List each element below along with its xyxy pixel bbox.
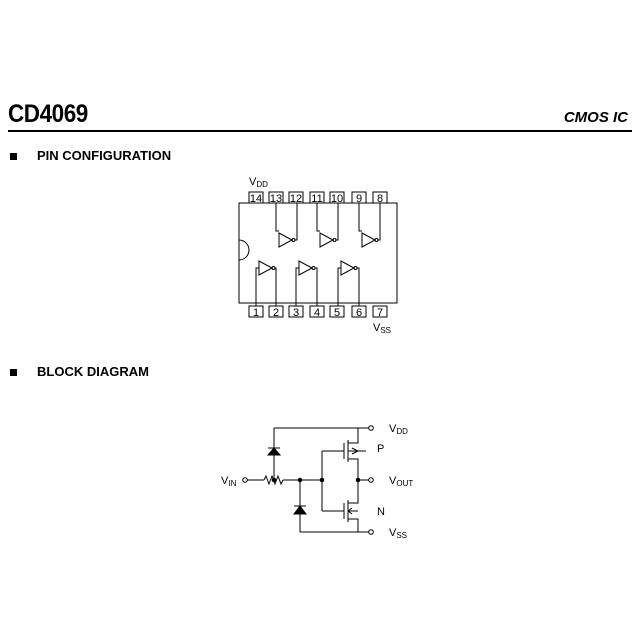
nmos-label: N bbox=[377, 506, 385, 518]
upper-inverter-2 bbox=[316, 203, 339, 248]
family-label: CMOS IC bbox=[563, 109, 628, 126]
package-notch bbox=[238, 239, 250, 261]
top-pin-numbers: 14 13 12 11 10 9 8 bbox=[250, 193, 383, 205]
pin-number: 2 bbox=[273, 307, 279, 319]
block-diagram bbox=[242, 425, 374, 535]
pin-number: 5 bbox=[334, 307, 340, 319]
pin-number: 14 bbox=[250, 193, 262, 205]
lower-inverter-3 bbox=[337, 260, 360, 306]
vss-label: VSS bbox=[389, 527, 407, 540]
lower-inverter-1 bbox=[255, 260, 277, 306]
ic-package-body bbox=[238, 202, 398, 304]
vss-terminal bbox=[368, 529, 374, 535]
pin-number: 3 bbox=[293, 307, 299, 319]
pin-configuration-diagram bbox=[238, 191, 398, 318]
package-vss-label: VSS bbox=[373, 322, 391, 335]
block-diagram-heading: BLOCK DIAGRAM bbox=[37, 364, 149, 379]
lower-diode bbox=[293, 505, 307, 515]
upper-inverter-3 bbox=[358, 203, 381, 248]
section-bullet bbox=[10, 153, 17, 160]
pin-number: 4 bbox=[314, 307, 320, 319]
pin-number: 1 bbox=[253, 307, 259, 319]
vout-terminal bbox=[368, 477, 374, 483]
section-bullet bbox=[10, 369, 17, 376]
pin-configuration-heading: PIN CONFIGURATION bbox=[37, 148, 172, 163]
vin-label: VIN bbox=[221, 475, 237, 488]
header-rule bbox=[8, 130, 632, 132]
vin-terminal bbox=[242, 477, 248, 483]
package-vdd-label: VDD bbox=[249, 176, 268, 189]
pin-number: 7 bbox=[377, 307, 383, 319]
vdd-label: VDD bbox=[389, 423, 408, 436]
pin-number: 9 bbox=[356, 193, 362, 205]
lower-inverter-2 bbox=[295, 260, 318, 306]
pin-number: 11 bbox=[311, 193, 322, 205]
vout-label: VOUT bbox=[389, 475, 413, 488]
bottom-pin-numbers: 1 2 3 4 5 6 7 bbox=[253, 307, 383, 319]
upper-inverter-1 bbox=[275, 203, 298, 248]
pin-number: 8 bbox=[377, 193, 383, 205]
part-number-title: CD4069 bbox=[8, 100, 88, 128]
pin-number: 12 bbox=[290, 193, 302, 205]
pin-number: 10 bbox=[331, 193, 343, 205]
pin-number: 6 bbox=[356, 307, 362, 319]
pmos-label: P bbox=[377, 443, 384, 455]
pin-number: 13 bbox=[270, 193, 282, 205]
upper-diode bbox=[266, 447, 282, 456]
vdd-terminal bbox=[368, 425, 374, 431]
